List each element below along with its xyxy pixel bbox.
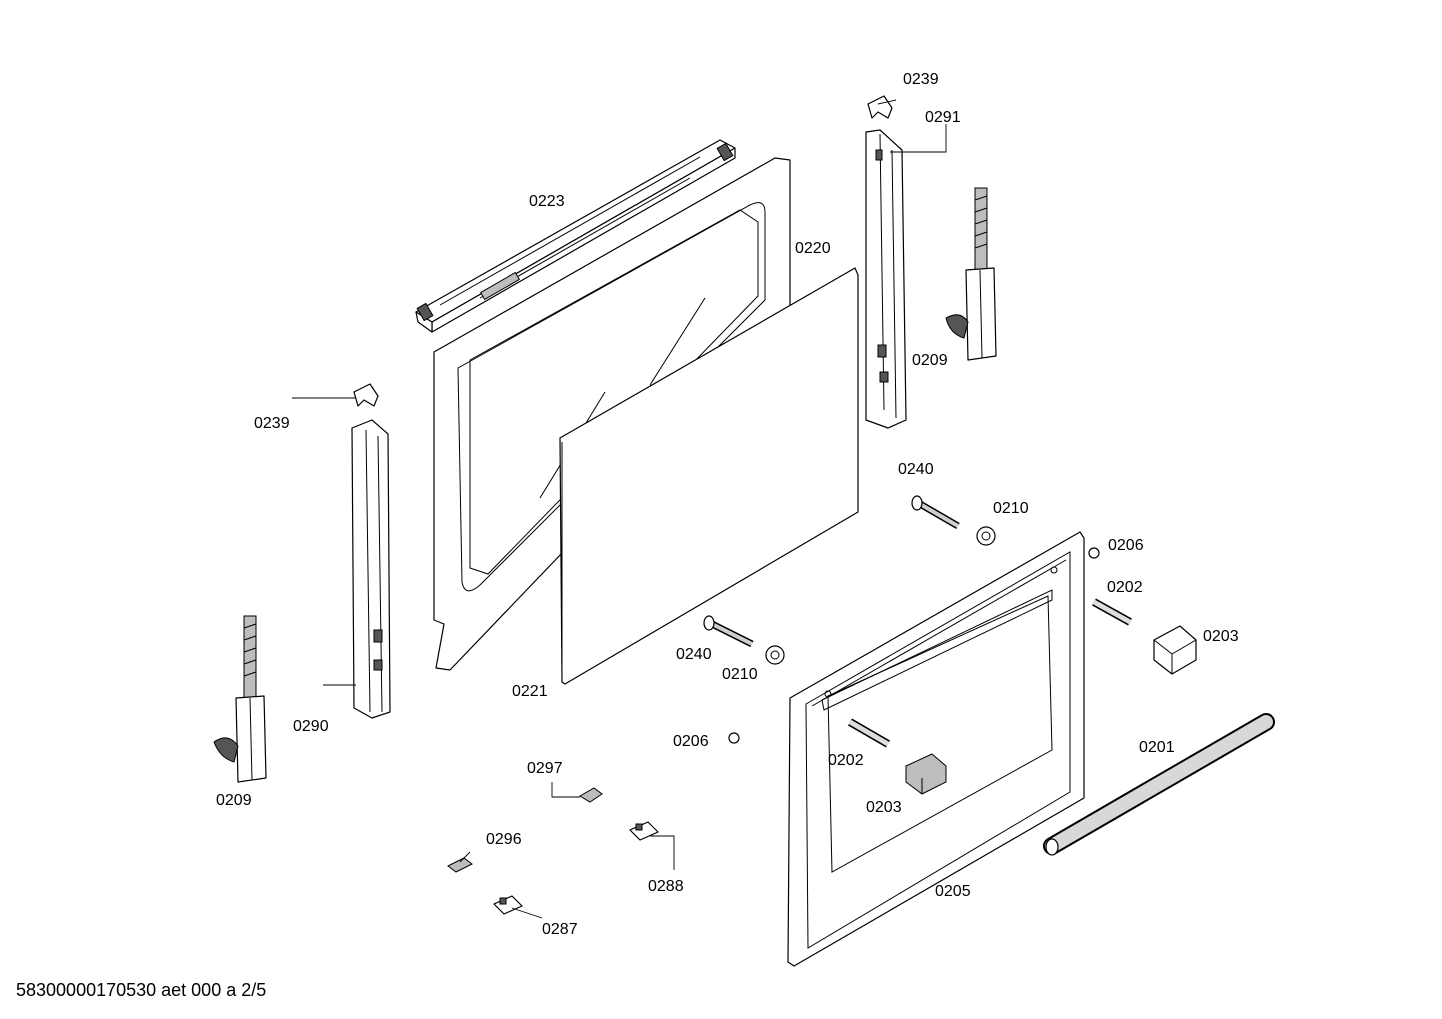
part-labels: 0239 0291 0223 0220 0209 0239 0240 0210 … xyxy=(216,71,1239,938)
part-0210-top-nut xyxy=(976,526,996,546)
part-0206-mid xyxy=(728,732,740,744)
document-footer: 58300000170530 aet 000 a 2/5 xyxy=(16,980,267,1000)
label-0209-right: 0209 xyxy=(912,352,948,369)
label-0221: 0221 xyxy=(512,683,548,700)
label-0206-mid: 0206 xyxy=(673,733,709,750)
part-0206-right xyxy=(1088,547,1100,559)
part-0239-top-clip xyxy=(867,95,893,119)
part-0240-mid-screw xyxy=(703,615,754,648)
label-0291: 0291 xyxy=(925,109,961,126)
label-0288: 0288 xyxy=(648,878,684,895)
part-0202-right-pin xyxy=(1092,598,1132,626)
part-0205-outer-door xyxy=(787,531,1085,967)
part-0287 xyxy=(493,895,523,915)
label-0239-top: 0239 xyxy=(903,71,939,88)
part-0203-mid-block xyxy=(905,753,947,795)
label-0297: 0297 xyxy=(527,760,563,777)
part-0209-right-hinge xyxy=(945,187,997,361)
label-0202-right: 0202 xyxy=(1107,579,1143,596)
label-0210-mid: 0210 xyxy=(722,666,758,683)
part-0221-glass-pane xyxy=(559,267,859,685)
label-0209-left: 0209 xyxy=(216,792,252,809)
part-0239-left-clip xyxy=(353,383,379,407)
label-0202-mid: 0202 xyxy=(828,752,864,769)
part-0297 xyxy=(579,787,603,803)
label-0296: 0296 xyxy=(486,831,522,848)
label-0290: 0290 xyxy=(293,718,329,735)
leader-lines xyxy=(292,99,947,919)
label-0210-top: 0210 xyxy=(993,500,1029,517)
part-0296 xyxy=(447,857,473,873)
label-0203-mid: 0203 xyxy=(866,799,902,816)
part-0210-mid-nut xyxy=(765,645,785,665)
label-0201: 0201 xyxy=(1139,739,1175,756)
label-0240-mid: 0240 xyxy=(676,646,712,663)
part-0291-right-rail xyxy=(865,129,907,429)
part-0209-left-hinge xyxy=(213,615,267,783)
label-0223: 0223 xyxy=(529,193,565,210)
part-0201-handle-bar xyxy=(1043,713,1275,856)
label-0240-top: 0240 xyxy=(898,461,934,478)
label-0203-right: 0203 xyxy=(1203,628,1239,645)
part-0223-top-trim xyxy=(415,139,736,333)
part-0240-top-screw xyxy=(911,495,960,530)
label-0206-right: 0206 xyxy=(1108,537,1144,554)
label-0239-left: 0239 xyxy=(254,415,290,432)
part-0290-left-rail xyxy=(351,419,391,719)
label-0220: 0220 xyxy=(795,240,831,257)
label-0287: 0287 xyxy=(542,921,578,938)
part-0203-right-block xyxy=(1153,625,1197,675)
part-0288 xyxy=(629,821,659,841)
label-0205: 0205 xyxy=(935,883,971,900)
part-0202-mid-pin xyxy=(847,718,891,748)
